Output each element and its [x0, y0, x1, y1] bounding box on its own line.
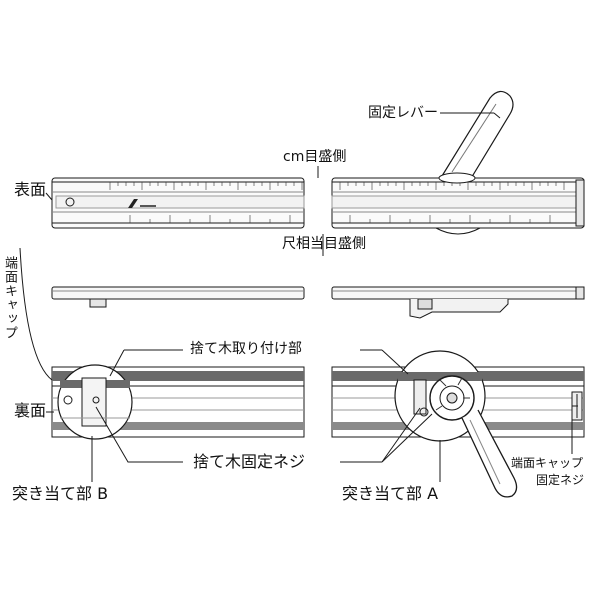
leader-lines	[19, 112, 578, 482]
label-end-cap-screw-line2: 固定ネジ	[536, 473, 585, 487]
label-back-side: 裏面	[14, 401, 47, 420]
brand-logo-mark	[128, 199, 138, 208]
label-shaku-scale-side: 尺相当目盛側	[282, 236, 366, 252]
shaku-scale-ticks-left	[129, 215, 291, 223]
label-end-cap-vertical: 端面キャップ	[2, 256, 17, 340]
stop-part-a-detail	[394, 350, 518, 498]
shaku-scale-ticks-right	[349, 215, 551, 223]
label-cm-scale-side: cm目盛側	[283, 149, 347, 165]
cm-scale-ticks-right	[339, 182, 565, 190]
label-front-side: 表面	[14, 180, 47, 199]
label-sacrificial-board-mount: 捨て木取り付け部	[190, 341, 302, 357]
label-end-cap-screw-line1: 端面キャップ	[511, 456, 584, 470]
side-view	[51, 286, 585, 319]
label-sacrificial-board-screw: 捨て木固定ネジ	[193, 452, 306, 471]
stop-part-b-detail	[57, 364, 133, 440]
front-view	[51, 90, 585, 235]
label-stop-part-a: 突き当て部 A	[342, 484, 439, 503]
label-fixing-lever: 固定レバー	[368, 105, 438, 121]
side-rail-right	[331, 286, 585, 300]
side-rail-left	[51, 286, 305, 300]
label-stop-part-b: 突き当て部 B	[12, 484, 109, 503]
cm-scale-ticks-left	[109, 182, 303, 190]
front-hole-left	[65, 197, 75, 207]
back-view	[51, 350, 585, 498]
side-lever-clamp	[409, 299, 509, 319]
